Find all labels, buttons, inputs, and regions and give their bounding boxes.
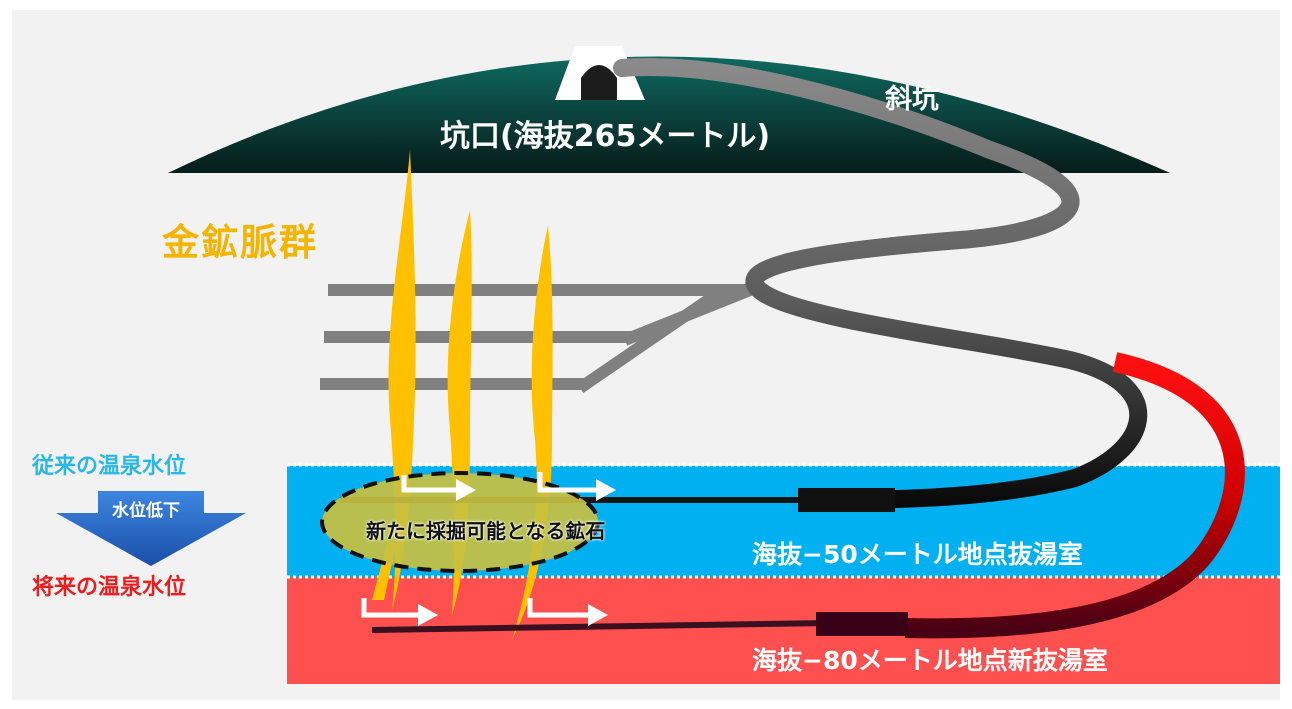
drift-minus80 xyxy=(371,620,831,633)
room-minus80-label: 海抜−80メートル地点新抜湯室 xyxy=(752,646,1108,675)
flow-arrowhead-1 xyxy=(456,479,476,501)
incline-shaft xyxy=(613,58,1148,509)
new-ore-zone xyxy=(320,471,600,573)
water-level-drop-label: 水位低下 xyxy=(112,501,180,521)
future-water-level-label: 将来の温泉水位 xyxy=(32,575,187,600)
mountain xyxy=(168,56,1170,173)
flow-arrowheads xyxy=(418,479,616,626)
tunnel-opening-icon xyxy=(581,65,617,100)
room-minus50-block xyxy=(798,488,895,512)
flow-arrowhead-4 xyxy=(588,604,608,626)
water-drop-arrow-icon xyxy=(56,491,246,566)
flow-arrow-4 xyxy=(527,598,590,618)
flow-arrow-3 xyxy=(361,598,420,618)
new-route xyxy=(904,352,1245,639)
flow-arrow-1 xyxy=(401,475,458,493)
current-water-level-label: 従来の温泉水位 xyxy=(32,454,187,479)
new-ore-label: 新たに採掘可能となる鉱石 xyxy=(366,519,606,543)
room-minus50-label: 海抜−50メートル地点抜湯室 xyxy=(752,540,1083,569)
room-minus80-block xyxy=(816,612,908,636)
flow-arrowhead-3 xyxy=(418,604,438,626)
incline-label: 斜坑 xyxy=(885,84,939,115)
flow-arrows xyxy=(361,472,598,618)
flow-arrow-2 xyxy=(537,472,598,493)
flow-arrowhead-2 xyxy=(596,479,616,501)
drift-branch-lower xyxy=(576,287,724,393)
gold-veins-label: 金鉱脈群 xyxy=(162,221,318,264)
entrance-label: 坑口(海抜265メートル) xyxy=(440,119,771,154)
